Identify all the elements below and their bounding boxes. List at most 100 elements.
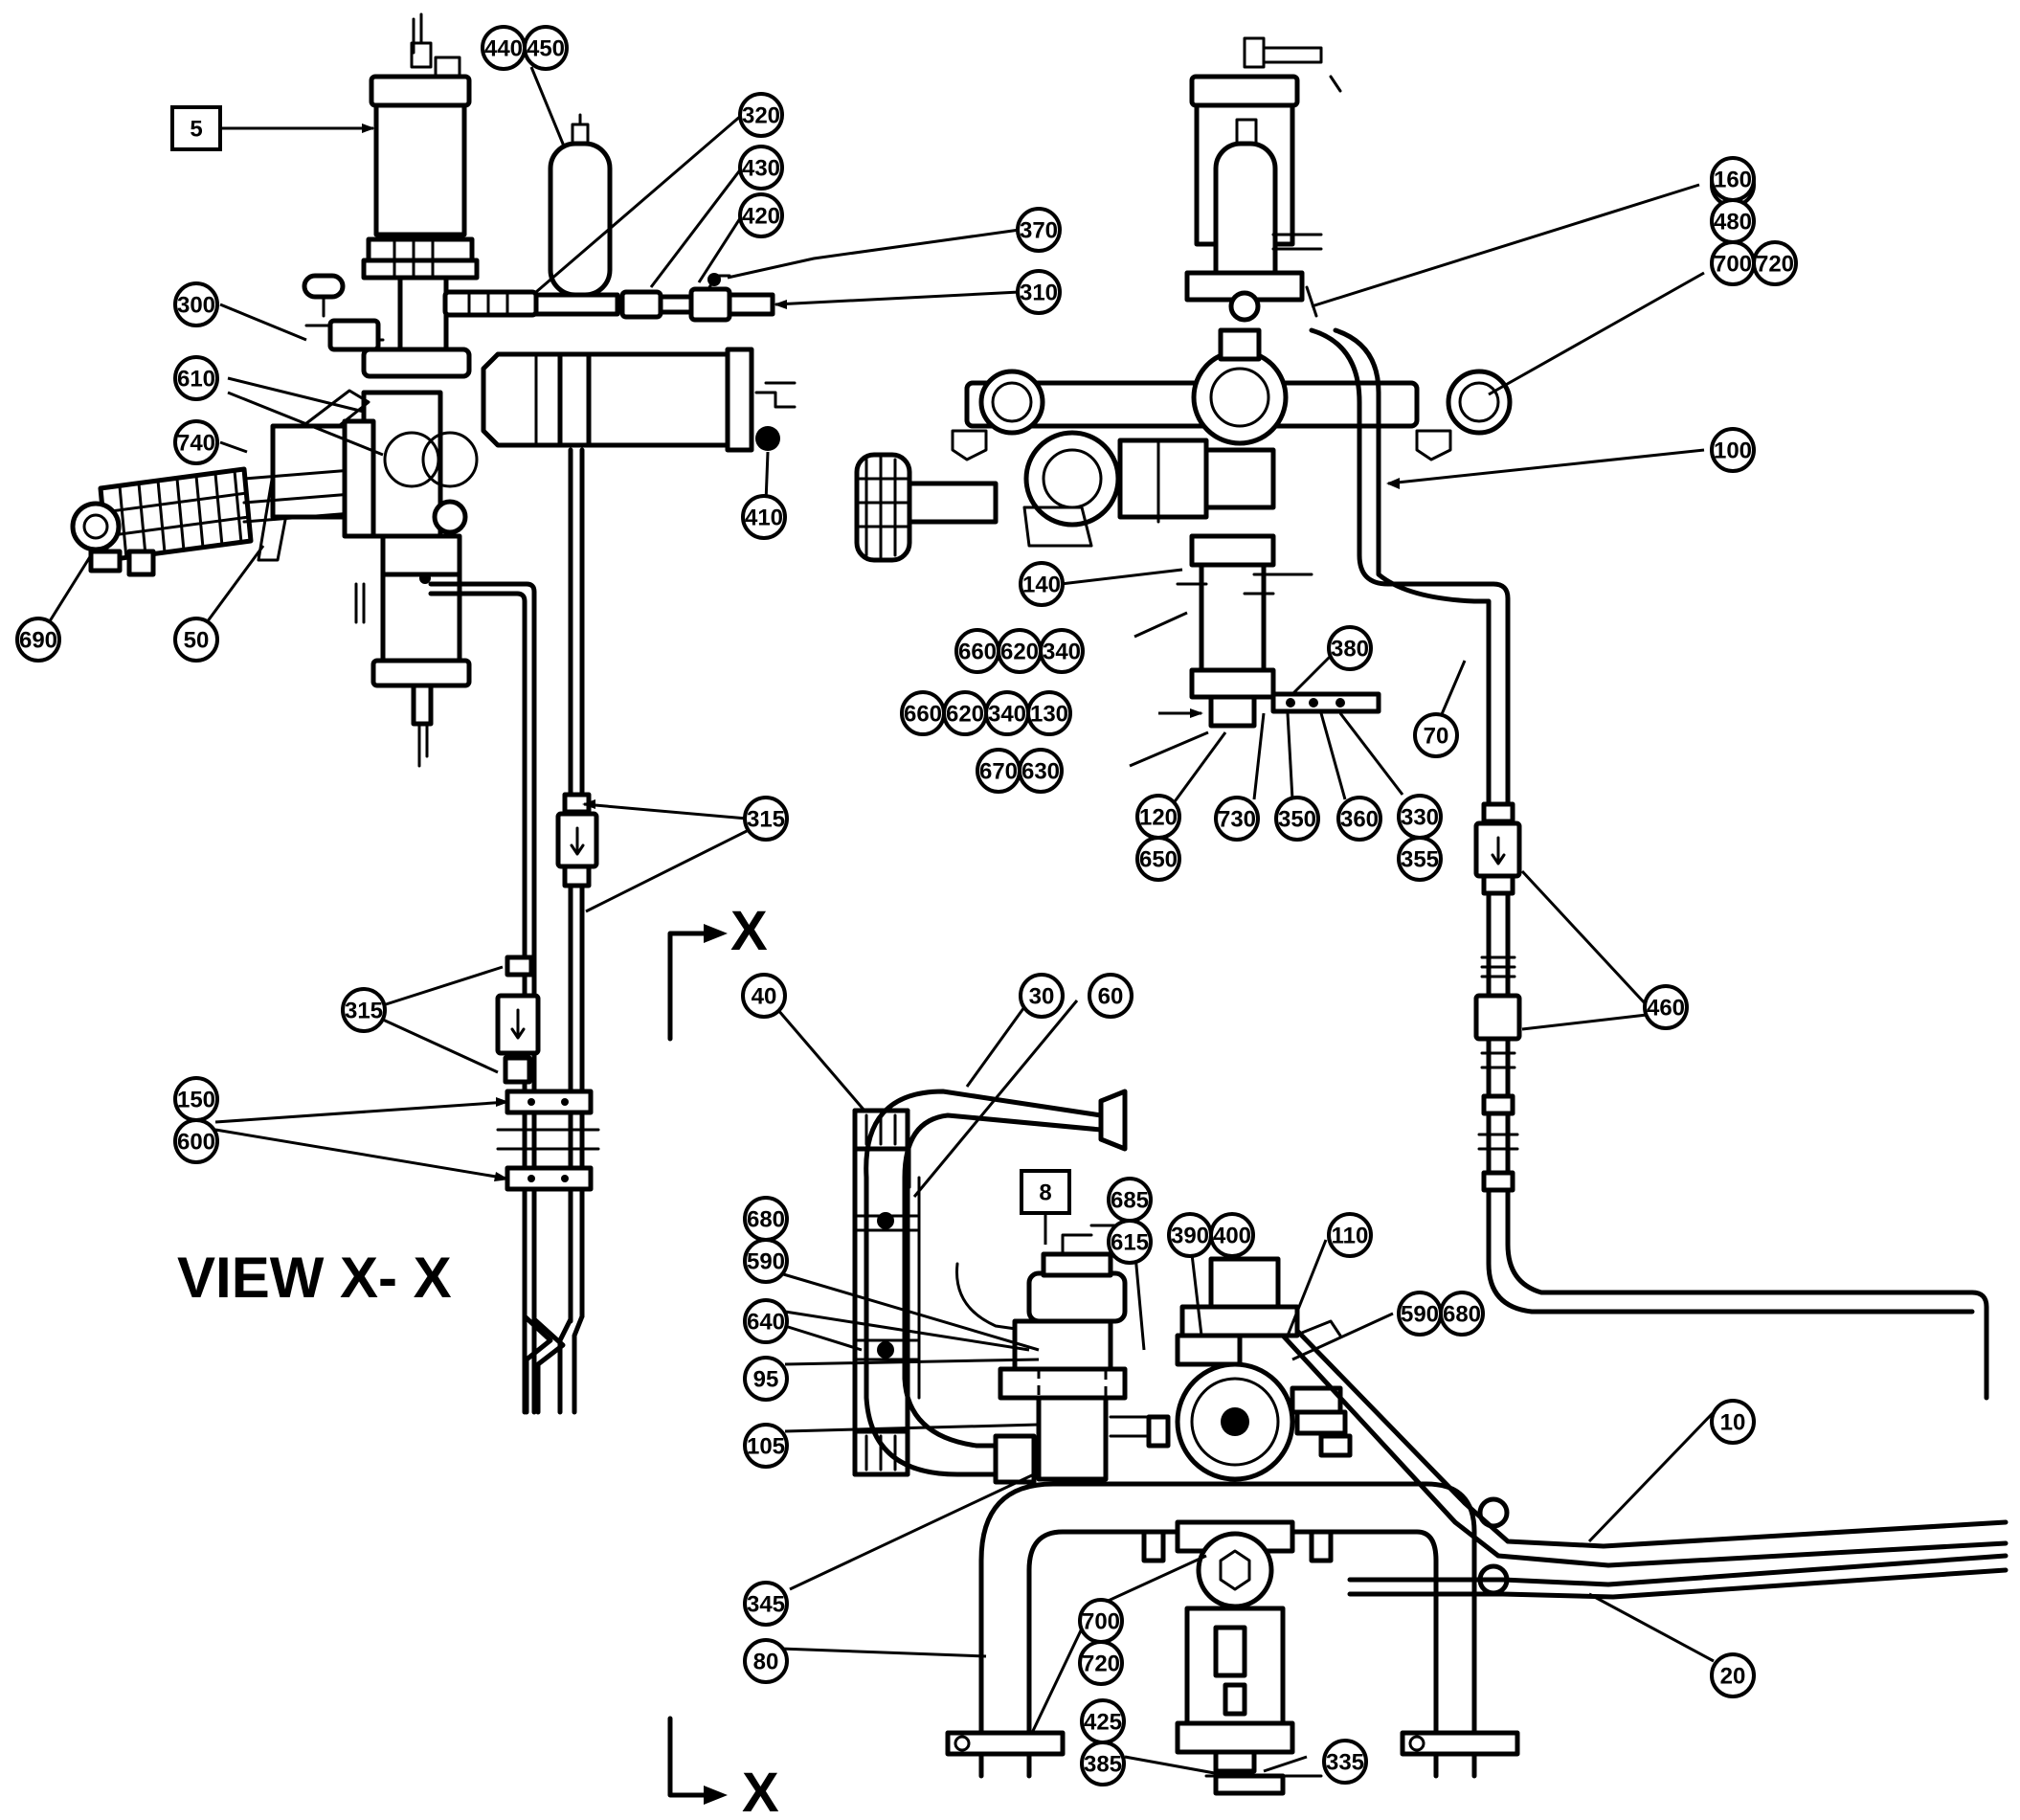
view-title: VIEW X- X xyxy=(177,1246,452,1310)
callout-c30: 30 xyxy=(1019,973,1065,1019)
callout-circle xyxy=(1327,625,1373,671)
callout-label: 590 xyxy=(747,1249,785,1275)
callout-label: 740 xyxy=(177,431,215,457)
callout-c5: 5 xyxy=(170,105,222,151)
callout-c740: 740 xyxy=(173,419,219,465)
callout-c140: 140 xyxy=(1019,561,1065,607)
callout-c460: 460 xyxy=(1643,984,1689,1030)
callout-box xyxy=(170,105,222,151)
callout-label: 360 xyxy=(1340,807,1379,833)
callout-label: 650 xyxy=(1139,847,1178,873)
callout-c680: 680 590 xyxy=(743,1196,789,1284)
callout-label: 310 xyxy=(1020,281,1058,306)
callout-c640: 640 xyxy=(743,1298,789,1344)
callout-label: 110 xyxy=(1332,1224,1369,1249)
callout-label: 315 xyxy=(747,807,785,833)
callout-label: 450 xyxy=(527,36,565,62)
callout-label: 685 xyxy=(1111,1188,1149,1214)
section-marker-top: X xyxy=(730,900,768,962)
callout-circle xyxy=(743,796,789,842)
callout-label: 120 xyxy=(1139,805,1178,831)
callout-c345: 345 xyxy=(743,1581,789,1627)
callout-c350: 350 xyxy=(1274,796,1320,842)
callout-c370: 370 xyxy=(1016,207,1062,253)
callout-label: 670 xyxy=(979,759,1018,785)
callout-c335: 335 xyxy=(1322,1739,1368,1785)
callout-c410: 410 xyxy=(741,494,787,540)
callout-label: 20 xyxy=(1720,1664,1746,1690)
callout-label: 355 xyxy=(1401,847,1439,873)
callout-label: 30 xyxy=(1029,984,1055,1010)
callout-circle xyxy=(738,92,784,138)
callout-circle xyxy=(1209,1212,1255,1258)
callout-circle xyxy=(1016,269,1062,315)
callout-c50: 50 xyxy=(173,617,219,663)
callout-circle xyxy=(1016,207,1062,253)
callout-circle xyxy=(1039,628,1085,674)
callout-circle xyxy=(173,419,219,465)
callout-label: 140 xyxy=(1022,573,1061,598)
callout-c430: 430 xyxy=(738,145,784,191)
callout-label: 400 xyxy=(1213,1224,1251,1249)
callout-circle xyxy=(1018,748,1064,794)
section-markers xyxy=(667,924,728,1805)
callout-circle xyxy=(1752,240,1798,286)
callout-label: 460 xyxy=(1647,996,1685,1022)
callout-circle xyxy=(15,617,61,663)
callout-c20: 20 xyxy=(1710,1652,1756,1698)
callout-c105: 105 xyxy=(743,1423,789,1469)
callout-label: 630 xyxy=(1021,759,1060,785)
callout-c40: 40 xyxy=(741,973,787,1019)
callout-label: 105 xyxy=(747,1434,785,1460)
callout-c330: 330 355 xyxy=(1397,794,1443,882)
callout-circle xyxy=(1078,1640,1124,1686)
callout-c10: 10 xyxy=(1710,1399,1756,1445)
callout-circle xyxy=(741,494,787,540)
callout-label: 345 xyxy=(747,1592,785,1618)
handle-grip xyxy=(70,466,254,577)
callout-label: 370 xyxy=(1020,218,1058,244)
callout-c120: 120 650 xyxy=(1135,794,1181,882)
callout-c95: 95 xyxy=(743,1356,789,1402)
callout-box xyxy=(1020,1169,1071,1215)
callout-label: 320 xyxy=(742,103,780,129)
callout-circle xyxy=(173,281,219,327)
callout-circle xyxy=(173,355,219,401)
section-marker-bottom: X xyxy=(742,1762,779,1820)
left-assembly xyxy=(70,12,797,1415)
callout-c360: 360 xyxy=(1336,796,1382,842)
callout-label: 385 xyxy=(1084,1752,1122,1778)
callout-label: 680 xyxy=(747,1207,785,1233)
callout-label: 660 xyxy=(958,640,997,665)
callout-label: 330 xyxy=(1401,805,1439,831)
bottom-assembly xyxy=(852,1089,2009,1796)
callout-circle xyxy=(1080,1741,1126,1786)
callout-c80: 80 xyxy=(743,1638,789,1684)
callout-label: 730 xyxy=(1218,807,1256,833)
callout-label: 150 xyxy=(177,1088,215,1113)
callout-label: 660 xyxy=(904,702,942,728)
callout-circle xyxy=(743,1238,789,1284)
callout-label: 700 xyxy=(1714,252,1752,278)
callout-circle xyxy=(1710,1652,1756,1698)
callout-circle xyxy=(523,25,569,71)
callout-circle xyxy=(1019,561,1065,607)
callout-label: 315 xyxy=(345,999,383,1024)
callout-label: 80 xyxy=(753,1650,779,1675)
callout-c8: 8 xyxy=(1020,1169,1071,1215)
leader-lines xyxy=(36,66,1716,1778)
callout-circle xyxy=(1397,836,1443,882)
callout-c300: 300 xyxy=(173,281,219,327)
callout-circle xyxy=(1107,1219,1153,1265)
callout-c380: 380 xyxy=(1327,625,1373,671)
callout-label: 100 xyxy=(1714,438,1752,464)
callout-label: 620 xyxy=(1000,640,1039,665)
callout-circle xyxy=(1710,427,1756,473)
